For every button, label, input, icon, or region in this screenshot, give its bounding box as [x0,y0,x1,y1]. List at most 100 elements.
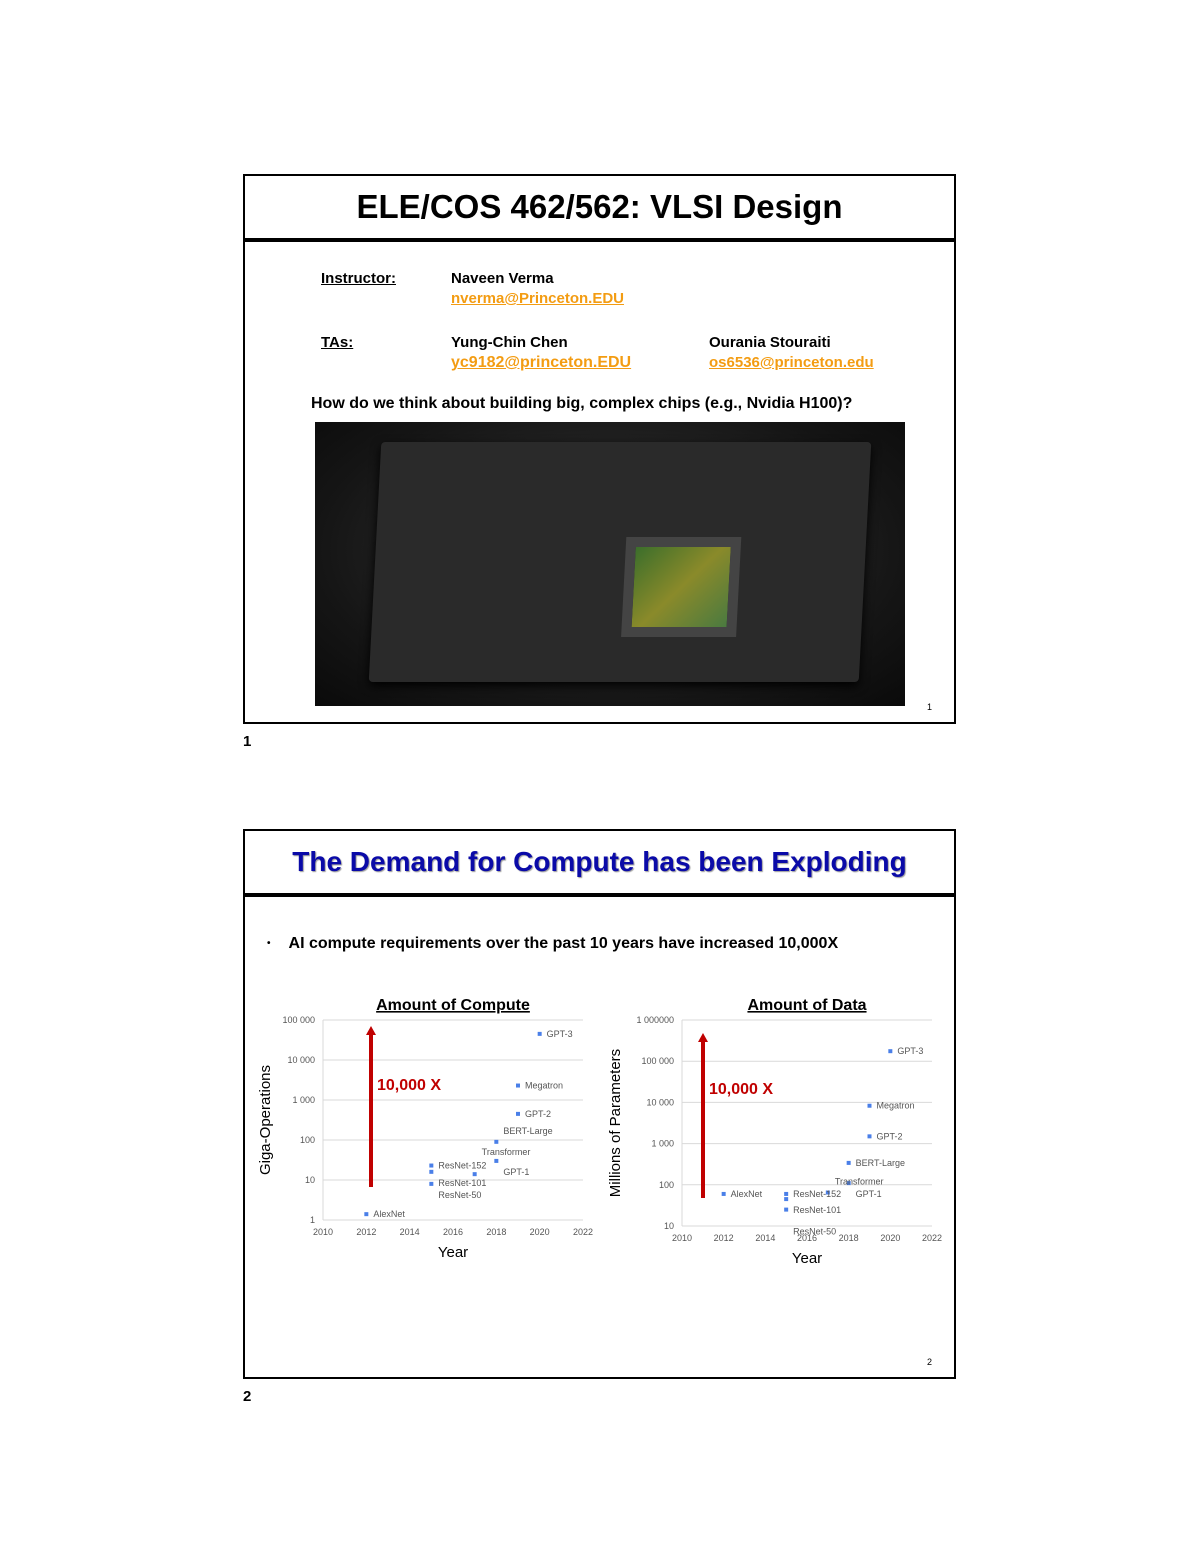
ta1-email-link[interactable]: yc9182@princeton.EDU [451,354,632,371]
data-point-label: GPT-1 [856,1189,882,1199]
y-tick-label: 100 [300,1135,315,1145]
question-text: How do we think about building big, comp… [311,395,853,412]
y-tick-label: 100 000 [641,1056,674,1066]
data-point [472,1172,477,1177]
x-tick-label: 2016 [797,1233,817,1243]
data-point [721,1191,726,1196]
slide-number: 2 [926,1357,932,1367]
data-point-label: GPT-3 [897,1046,923,1056]
data-point-label: Transformer [835,1177,884,1187]
data-point-label: ResNet-50 [438,1190,481,1200]
ta2-email-link[interactable]: os6536@princeton.edu [709,354,874,371]
y-tick-label: 100 000 [282,1015,315,1025]
x-tick-label: 2016 [443,1227,463,1237]
bullet-icon: • [267,938,271,950]
y-tick-label: 1 000 [292,1095,315,1105]
data-point-label: ResNet-152 [438,1161,486,1171]
x-axis-label: Year [438,1244,468,1261]
chart-title: Amount of Compute [376,997,530,1014]
data-point [888,1049,893,1054]
ta2-name: Ourania Stouraiti [709,334,831,351]
instructor-label: Instructor: [321,270,396,287]
data-point [494,1158,499,1163]
x-tick-label: 2014 [400,1227,420,1237]
data-point-label: GPT-3 [547,1029,573,1039]
y-tick-label: 1 [310,1215,315,1225]
data-point-label: AlexNet [373,1209,405,1219]
slide-number: 1 [926,702,932,712]
slide-title-band: The Demand for Compute has been Explodin… [245,831,954,897]
data-point [429,1163,434,1168]
growth-arrow-head [698,1033,708,1042]
growth-annotation: 10,000 X [377,1077,441,1094]
data-point [494,1139,499,1144]
data-point [784,1191,789,1196]
y-tick-label: 10 000 [287,1055,315,1065]
data-point [429,1181,434,1186]
x-tick-label: 2018 [486,1227,506,1237]
growth-arrow-head [366,1026,376,1035]
y-tick-label: 1 000 [651,1139,674,1149]
data-point [516,1111,520,1116]
data-point [784,1207,789,1212]
data-point-label: ResNet-152 [793,1189,841,1199]
x-tick-label: 2014 [755,1233,775,1243]
slide-2: The Demand for Compute has been Explodin… [243,829,956,1379]
data-point [867,1103,872,1108]
x-tick-label: 2012 [714,1233,734,1243]
nvidia-h100-photo [315,422,905,706]
x-tick-label: 2018 [839,1233,859,1243]
instructor-name: Naveen Verma [451,270,554,287]
data-point [784,1197,789,1202]
slide-title: The Demand for Compute has been Explodin… [292,846,907,877]
slide-title: ELE/COS 462/562: VLSI Design [356,188,843,225]
x-tick-label: 2010 [672,1233,692,1243]
data-point [364,1212,369,1217]
bullet-item: • AI compute requirements over the past 1… [267,935,838,953]
data-point-label: AlexNet [731,1189,763,1199]
page-number: 2 [243,1388,252,1405]
tas-label: TAs: [321,334,354,351]
data-point [846,1160,851,1165]
data-point-label: Megatron [877,1101,915,1111]
slide-1: ELE/COS 462/562: VLSI Design Instructor:… [243,174,956,724]
y-tick-label: 1 000000 [636,1015,674,1025]
y-tick-label: 10 [305,1175,315,1185]
data-point-label: GPT-2 [525,1109,551,1119]
data-point-label: BERT-Large [503,1126,552,1136]
data-point [825,1190,830,1195]
data-point-label: Transformer [482,1147,531,1157]
x-axis-label: Year [792,1250,822,1267]
data-point [537,1031,542,1036]
y-axis-label: Giga-Operations [257,1065,274,1175]
y-tick-label: 100 [659,1180,674,1190]
y-tick-label: 10 [664,1221,674,1231]
y-tick-label: 10 000 [646,1097,674,1107]
data-point-label: ResNet-50 [793,1227,836,1237]
data-point [846,1181,851,1186]
slide-title-band: ELE/COS 462/562: VLSI Design [245,176,954,242]
bullet-text: AI compute requirements over the past 10… [288,935,839,952]
data-point [867,1134,872,1139]
x-tick-label: 2020 [530,1227,550,1237]
x-tick-label: 2012 [356,1227,376,1237]
chart-title: Amount of Data [747,997,866,1014]
instructor-email-link[interactable]: nverma@Princeton.EDU [451,290,625,307]
page-number: 1 [243,733,252,750]
data-point-label: ResNet-101 [438,1178,486,1188]
data-point [429,1169,434,1174]
growth-annotation: 10,000 X [709,1081,773,1098]
ta1-name: Yung-Chin Chen [451,334,568,351]
data-point-label: BERT-Large [856,1158,905,1168]
y-axis-label: Millions of Parameters [607,1049,624,1197]
x-tick-label: 2010 [313,1227,333,1237]
data-point [516,1083,520,1088]
x-tick-label: 2022 [922,1233,942,1243]
data-point-label: ResNet-101 [793,1205,841,1215]
data-point-label: GPT-1 [503,1167,529,1177]
data-point-label: Megatron [525,1081,563,1091]
data-point-label: GPT-2 [877,1131,903,1141]
x-tick-label: 2022 [573,1227,593,1237]
x-tick-label: 2020 [880,1233,900,1243]
